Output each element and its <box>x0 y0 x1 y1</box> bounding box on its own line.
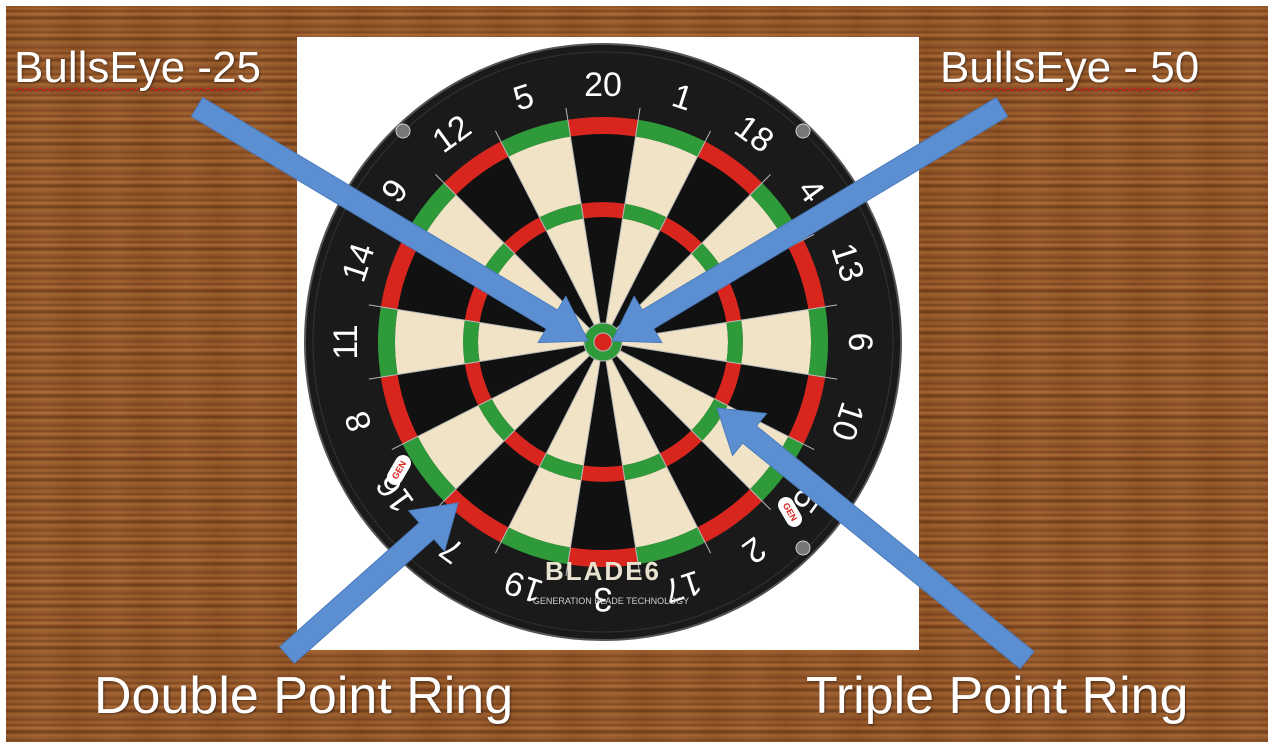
label-double-ring: Double Point Ring <box>94 670 513 722</box>
board-number: 6 <box>841 333 879 352</box>
board-number: 20 <box>584 66 622 104</box>
brand-logo: BLADE6 <box>545 556 661 586</box>
mount-bracket <box>796 124 810 138</box>
segment-outer-single <box>570 480 635 550</box>
segment-outer-single <box>395 309 465 374</box>
inner-bull <box>594 333 612 351</box>
label-bullseye-50: BullsEye - 50 <box>940 46 1199 90</box>
label-triple-ring: Triple Point Ring <box>806 670 1188 722</box>
bullseye-50-text: BullsEye - 50 <box>940 43 1199 92</box>
segment-double <box>808 307 828 377</box>
segment-triple <box>581 202 625 219</box>
mount-bracket <box>396 124 410 138</box>
brand-tagline: GENERATION BLADE TECHNOLOGY <box>533 596 689 606</box>
segment-outer-single <box>741 309 811 374</box>
segment-triple <box>581 465 625 482</box>
segment-outer-single <box>570 134 635 204</box>
segment-triple <box>463 320 480 364</box>
label-bullseye-25: BullsEye -25 <box>14 46 261 90</box>
segment-double <box>568 117 638 137</box>
board-number: 11 <box>327 324 365 359</box>
segment-triple <box>726 320 743 364</box>
segment-double <box>378 307 398 377</box>
mount-bracket <box>796 541 810 555</box>
bullseye-25-text: BullsEye -25 <box>14 43 261 92</box>
